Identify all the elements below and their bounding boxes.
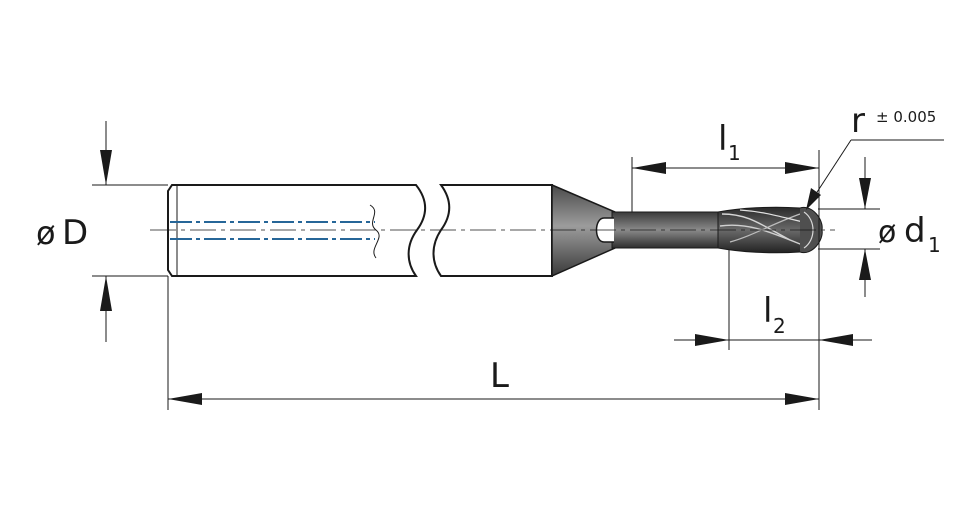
flute-edge-3 (729, 213, 801, 243)
dim-d1-arrow-bottom (859, 249, 871, 280)
label-shank-diameter-letter: D (62, 213, 88, 253)
label-neck-length-letter: l (718, 119, 727, 159)
dim-l2-arrow-right (819, 334, 853, 346)
dimension-neck-length: l 1 (631, 119, 819, 212)
dimension-corner-radius: r ± 0.005 (806, 101, 944, 210)
label-cutting-diameter-symbol: ø (878, 215, 896, 250)
label-shank-diameter-symbol: ø (36, 214, 56, 252)
dim-D-arrow-top (100, 150, 112, 185)
dim-l1-arrow-left (632, 162, 666, 174)
dimension-cutting-diameter: ø d 1 (818, 157, 941, 297)
shank-break-right (432, 184, 553, 277)
dimension-overall-length: L (167, 150, 820, 410)
label-flute-length-letter: l (763, 291, 772, 331)
dimension-shank-diameter: ø D (36, 121, 168, 342)
dim-l2-arrow-left (695, 334, 729, 346)
dim-l1-arrow-right (785, 162, 819, 174)
dim-D-arrow-bottom (100, 276, 112, 311)
tool-neck (611, 211, 725, 249)
flute-edge-1 (721, 213, 791, 241)
label-cutting-diameter-index: 1 (928, 233, 941, 257)
label-radius-tolerance: ± 0.005 (876, 108, 936, 126)
dim-r-arrow (806, 188, 821, 210)
dim-d1-arrow-top (859, 178, 871, 209)
shank-left-section (167, 184, 427, 277)
dim-L-arrow-left (168, 393, 202, 405)
tool-shank (167, 184, 553, 277)
label-neck-length-index: 1 (728, 141, 741, 165)
dim-L-arrow-right (785, 393, 819, 405)
dimension-flute-length: l 2 (674, 250, 872, 350)
label-flute-length-index: 2 (773, 314, 786, 338)
label-cutting-diameter-letter: d (904, 211, 926, 251)
label-radius-letter: r (851, 101, 865, 141)
flute-edge-2 (719, 224, 806, 247)
label-overall-length: L (490, 356, 509, 396)
